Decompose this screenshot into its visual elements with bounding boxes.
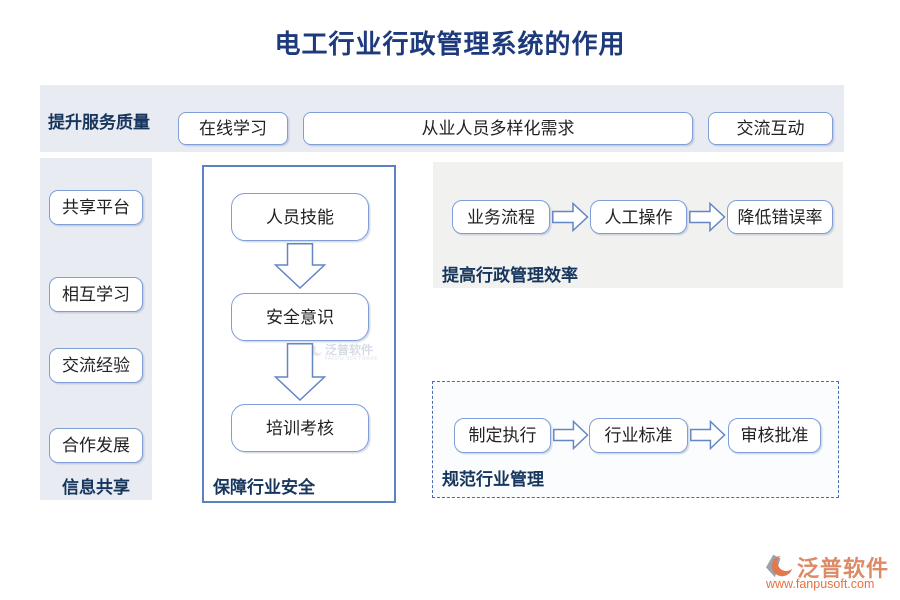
node-safety-awareness: 安全意识 bbox=[231, 293, 369, 341]
right-arrow-icon bbox=[552, 202, 589, 232]
node-industry-standard: 行业标准 bbox=[589, 418, 688, 453]
node-manual-operation: 人工操作 bbox=[590, 200, 687, 234]
info-sharing-panel: 共享平台 相互学习 交流经验 合作发展 信息共享 bbox=[40, 158, 152, 500]
industry-standard-panel: 制定执行 行业标准 审核批准 规范行业管理 bbox=[432, 381, 839, 498]
down-arrow-icon bbox=[274, 343, 326, 401]
node-training-assessment: 培训考核 bbox=[231, 404, 369, 452]
fanpu-logo-icon bbox=[766, 554, 793, 578]
admin-efficiency-label: 提高行政管理效率 bbox=[442, 266, 578, 285]
info-sharing-label: 信息共享 bbox=[62, 478, 130, 497]
node-reduce-error-rate: 降低错误率 bbox=[727, 200, 833, 234]
service-quality-label: 提升服务质量 bbox=[48, 113, 150, 132]
industry-standard-label: 规范行业管理 bbox=[442, 470, 544, 489]
fanpu-brand-text: 泛普软件 bbox=[797, 556, 890, 581]
watermark-subtext: FANPU SOFTWARE bbox=[325, 356, 379, 362]
page-title: 电工行业行政管理系统的作用 bbox=[274, 30, 626, 60]
right-arrow-icon bbox=[690, 420, 726, 450]
down-arrow-icon bbox=[274, 243, 326, 289]
node-formulate-execute: 制定执行 bbox=[454, 418, 551, 453]
node-mutual-learning: 相互学习 bbox=[49, 277, 143, 312]
node-sharing-platform: 共享平台 bbox=[49, 190, 143, 225]
node-business-process: 业务流程 bbox=[452, 200, 550, 234]
fanpu-website-text: www.fanpusoft.com bbox=[766, 577, 875, 591]
node-exchange-experience: 交流经验 bbox=[49, 348, 143, 383]
industry-safety-label: 保障行业安全 bbox=[213, 478, 315, 497]
service-quality-band: 提升服务质量 在线学习 从业人员多样化需求 交流互动 bbox=[40, 85, 844, 152]
industry-safety-panel: 人员技能 安全意识 泛普软件 FANPU SOFTWARE 培训考核 保障行业安… bbox=[202, 165, 396, 503]
right-arrow-icon bbox=[689, 202, 726, 232]
node-online-learning: 在线学习 bbox=[178, 112, 288, 145]
watermark-brand: 泛普软件 bbox=[325, 343, 374, 357]
node-communication-interaction: 交流互动 bbox=[708, 112, 833, 145]
right-arrow-icon bbox=[553, 420, 589, 450]
node-practitioner-diverse-needs: 从业人员多样化需求 bbox=[303, 112, 693, 145]
admin-efficiency-panel: 业务流程 人工操作 降低错误率 提高行政管理效率 bbox=[433, 162, 843, 288]
node-personnel-skills: 人员技能 bbox=[231, 193, 369, 241]
fanpu-logo: 泛普软件 www.fanpusoft.com bbox=[740, 548, 890, 593]
node-review-approve: 审核批准 bbox=[728, 418, 821, 453]
node-cooperative-development: 合作发展 bbox=[49, 428, 143, 463]
